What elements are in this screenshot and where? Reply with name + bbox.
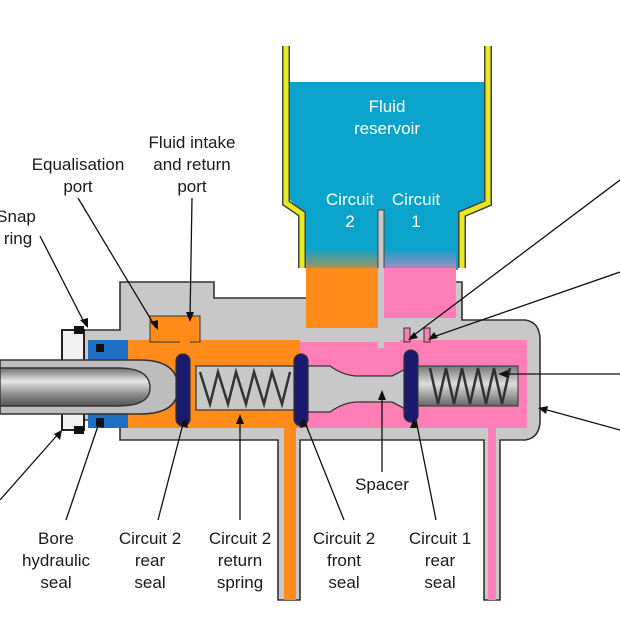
leader-c2-rear-seal bbox=[157, 419, 185, 521]
label-circuit1-rear-seal: Circuit 1 rear seal bbox=[409, 529, 471, 592]
leader-left-edge bbox=[0, 431, 61, 501]
label-fluid-reservoir: Fluid reservoir bbox=[354, 97, 420, 138]
svg-text:port: port bbox=[63, 177, 93, 196]
label-circuit2-return-spring: Circuit 2 return spring bbox=[209, 529, 271, 592]
svg-text:Circuit 1: Circuit 1 bbox=[409, 529, 471, 548]
leader-arrowheads bbox=[54, 312, 548, 440]
svg-text:Bore: Bore bbox=[38, 529, 74, 548]
svg-text:Fluid intake: Fluid intake bbox=[149, 133, 236, 152]
svg-text:return: return bbox=[218, 551, 262, 570]
circuit1-spring bbox=[428, 367, 512, 405]
svg-text:seal: seal bbox=[40, 573, 71, 592]
svg-text:front: front bbox=[327, 551, 361, 570]
push-rod bbox=[0, 359, 179, 415]
leader-bore-seal bbox=[65, 419, 101, 521]
label-circuit2-rear-seal: Circuit 2 rear seal bbox=[119, 529, 181, 592]
svg-text:2: 2 bbox=[345, 212, 354, 231]
svg-text:Fluid: Fluid bbox=[369, 97, 406, 116]
svg-text:1: 1 bbox=[411, 212, 420, 231]
svg-text:Circuit: Circuit bbox=[326, 190, 374, 209]
svg-text:ring: ring bbox=[4, 229, 32, 248]
svg-text:Equalisation: Equalisation bbox=[32, 155, 125, 174]
svg-text:seal: seal bbox=[134, 573, 165, 592]
label-fluid-intake-port: Fluid intake and return port bbox=[149, 133, 236, 196]
svg-text:seal: seal bbox=[424, 573, 455, 592]
svg-text:Circuit: Circuit bbox=[392, 190, 440, 209]
circuit2-piston bbox=[175, 353, 309, 427]
fluid-reservoir bbox=[282, 46, 492, 281]
svg-text:Circuit 2: Circuit 2 bbox=[119, 529, 181, 548]
svg-text:port: port bbox=[177, 177, 207, 196]
svg-text:Spacer: Spacer bbox=[355, 475, 409, 494]
leader-equalisation bbox=[77, 197, 157, 329]
circuit2-rear-seal bbox=[175, 353, 191, 427]
leader-lines bbox=[0, 179, 620, 521]
svg-text:Circuit 2: Circuit 2 bbox=[209, 529, 271, 548]
svg-text:hydraulic: hydraulic bbox=[22, 551, 91, 570]
leader-fluid-intake bbox=[189, 197, 193, 321]
svg-text:Snap: Snap bbox=[0, 207, 36, 226]
label-circuit2-reservoir: Circuit 2 bbox=[326, 190, 374, 231]
label-spacer: Spacer bbox=[355, 475, 409, 494]
svg-text:and return: and return bbox=[153, 155, 231, 174]
svg-text:rear: rear bbox=[425, 551, 456, 570]
circuit1-rear-seal bbox=[403, 349, 419, 423]
circuit1-piston bbox=[403, 349, 519, 423]
leader-right-body bbox=[539, 407, 620, 431]
leader-right-top bbox=[409, 179, 620, 339]
label-snap-ring: Snap ring bbox=[0, 207, 36, 248]
label-equalisation-port: Equalisation port bbox=[32, 155, 125, 196]
leader-snap-ring bbox=[39, 235, 87, 327]
svg-text:seal: seal bbox=[328, 573, 359, 592]
label-bore-hydraulic-seal: Bore hydraulic seal bbox=[22, 529, 91, 592]
circuit2-return-spring bbox=[198, 367, 292, 409]
circuit2-front-seal bbox=[293, 353, 309, 427]
leader-c1-rear-seal bbox=[415, 419, 437, 521]
leader-c2-front-seal bbox=[303, 419, 345, 521]
svg-text:spring: spring bbox=[217, 573, 263, 592]
label-circuit2-front-seal: Circuit 2 front seal bbox=[313, 529, 375, 592]
svg-text:reservoir: reservoir bbox=[354, 119, 420, 138]
svg-text:Circuit 2: Circuit 2 bbox=[313, 529, 375, 548]
svg-text:rear: rear bbox=[135, 551, 166, 570]
label-circuit1-reservoir: Circuit 1 bbox=[392, 190, 440, 231]
leader-right-mid bbox=[429, 271, 620, 339]
